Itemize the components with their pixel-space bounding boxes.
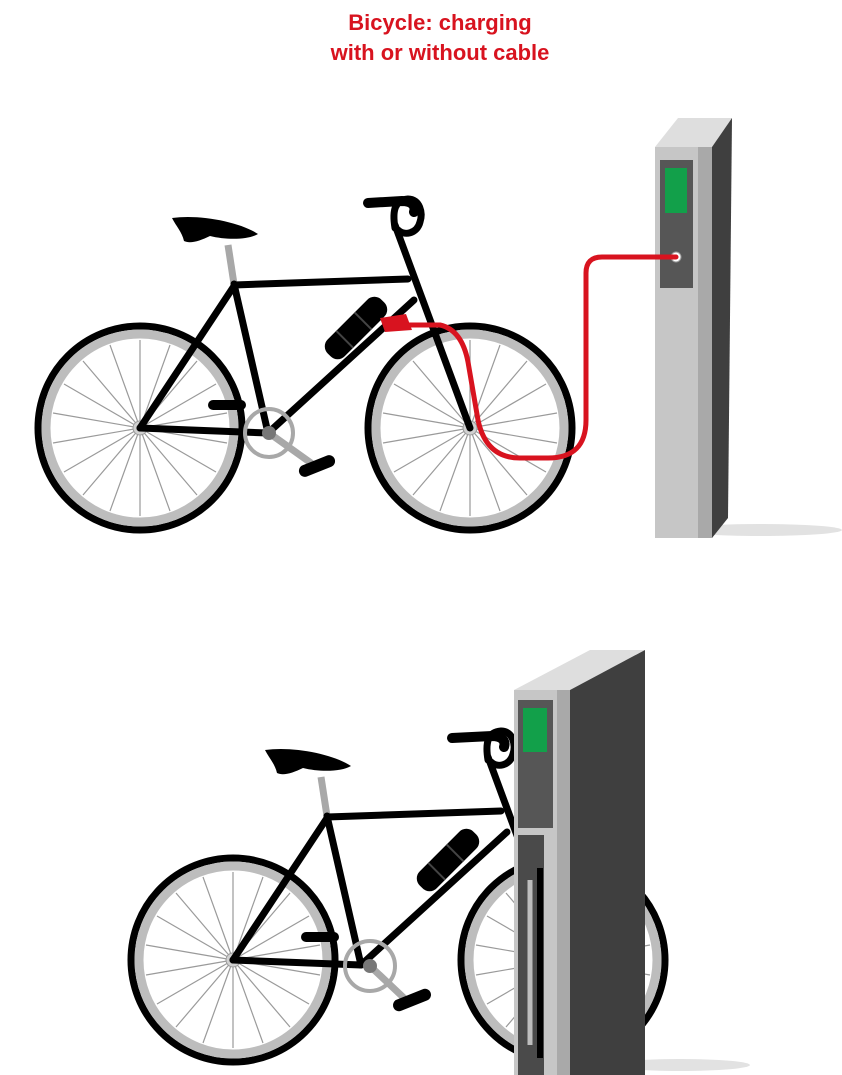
docking-station xyxy=(514,650,645,1075)
scene-without-cable xyxy=(131,650,750,1075)
scene-with-cable xyxy=(38,118,842,538)
bicycle-with-cable xyxy=(38,199,572,530)
charging-station-pole xyxy=(655,118,732,538)
station-display xyxy=(665,168,687,213)
cable-plug xyxy=(380,314,412,332)
station-display xyxy=(523,708,547,752)
